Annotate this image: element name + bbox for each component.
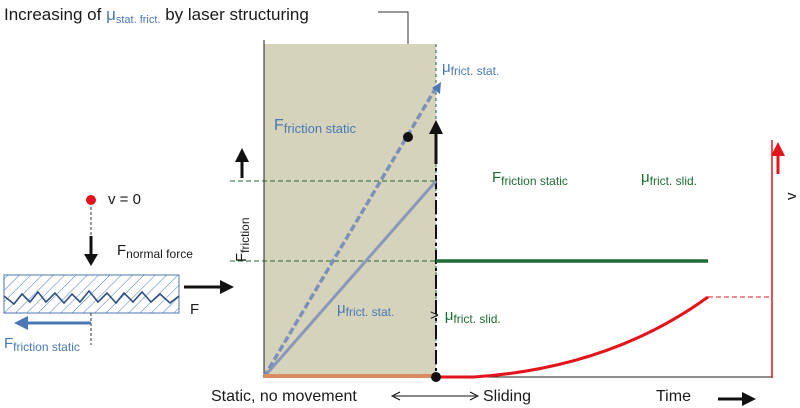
mu-mid-sub: frict. stat. <box>346 305 395 319</box>
friction-arrowhead <box>14 316 28 330</box>
title-suffix: by laser structuring <box>160 5 308 24</box>
mu-slid-right-main: μ <box>641 169 650 186</box>
mu-mid-main: μ <box>337 300 346 317</box>
applied-force-arrowhead <box>220 280 234 294</box>
comparison-mu-sub: frict. slid. <box>453 312 500 326</box>
time-axis-label: Time <box>656 388 691 405</box>
velocity-axis-arrowhead <box>771 142 785 156</box>
normal-force-arrowhead <box>84 254 98 266</box>
velocity-label: v = 0 <box>108 191 141 208</box>
friction-rise-line <box>262 180 438 378</box>
static-force-sub: friction static <box>284 121 357 136</box>
phase-arrow-left <box>390 391 401 401</box>
static-force-main: F <box>274 117 284 134</box>
static-region <box>264 44 436 377</box>
mu-top-sub: frict. stat. <box>451 64 500 78</box>
sliding-phase-label: Sliding <box>483 388 531 405</box>
velocity-curve <box>436 295 709 379</box>
title-prefix: Increasing of <box>4 5 106 24</box>
mu-frict-slid-right-label: μfrict. slid. <box>641 169 697 188</box>
friction-static-main: F <box>4 335 13 352</box>
static-region-force-label: Ffriction static <box>274 117 357 136</box>
static-phase-label: Static, no movement <box>211 388 357 405</box>
phase-arrow-right <box>469 391 480 401</box>
friction-static-sub: friction static <box>13 340 80 354</box>
rough-surface-line <box>3 289 180 306</box>
comparison-sign: > <box>430 307 439 324</box>
dashed-line-arrowhead <box>432 82 441 94</box>
mu-top-main: μ <box>442 59 451 76</box>
mu-slid-right-sub: frict. slid. <box>650 174 697 188</box>
velocity-dot <box>86 195 96 205</box>
title-mu: μ <box>106 5 116 24</box>
y-axis-label-sub: friction <box>238 217 252 252</box>
boundary-up-arrowhead <box>429 120 443 134</box>
normal-force-label: Fnormal force <box>117 242 193 261</box>
comparison-mu-main: μ <box>445 307 454 324</box>
y-axis-label-main: F <box>233 253 250 262</box>
green-force-label: Ffriction static <box>492 169 568 188</box>
applied-force-label: F <box>190 301 199 318</box>
leader-target-dot <box>403 132 413 142</box>
green-force-main: F <box>492 169 501 186</box>
time-arrowhead <box>742 392 756 406</box>
green-force-sub: friction static <box>501 174 568 188</box>
mu-frict-stat-mid-label: μfrict. stat. <box>337 300 394 319</box>
y-axis-arrowhead <box>235 148 249 162</box>
normal-force-main: F <box>117 242 126 259</box>
normal-force-sub: normal force <box>126 247 193 261</box>
y-axis-label: Ffriction <box>233 217 252 262</box>
velocity-axis-label: v <box>783 192 800 200</box>
friction-static-label: Ffriction static <box>4 335 80 354</box>
mu-frict-stat-top-label: μfrict. stat. <box>442 59 499 78</box>
title: Increasing of μstat. frict. by laser str… <box>4 5 309 26</box>
comparison-label: > μfrict. slid. <box>430 307 501 326</box>
title-mu-subscript: stat. frict. <box>116 14 161 26</box>
transition-dot <box>431 372 441 382</box>
